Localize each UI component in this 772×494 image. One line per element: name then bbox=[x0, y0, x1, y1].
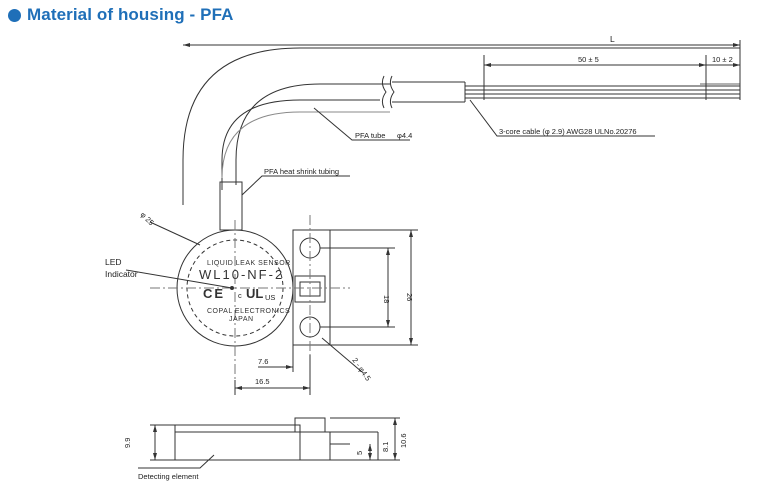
label-L: L bbox=[610, 34, 615, 44]
break-mark-2 bbox=[389, 75, 395, 109]
sensor-country: JAPAN bbox=[229, 316, 254, 323]
tube-outer bbox=[182, 47, 740, 200]
label-dia-25: φ 25 bbox=[139, 210, 156, 227]
label-10: 10 ± 2 bbox=[712, 55, 733, 64]
label-16-5: 16.5 bbox=[255, 377, 270, 386]
section-title: Material of housing - PFA bbox=[8, 4, 234, 26]
label-pfa-tube: PFA tube bbox=[355, 131, 385, 140]
label-8-1: 8.1 bbox=[381, 442, 390, 452]
label-5: 5 bbox=[355, 451, 364, 455]
label-26: 26 bbox=[405, 293, 414, 301]
label-7-6: 7.6 bbox=[258, 357, 268, 366]
label-heat-shrink: PFA heat shrink tubing bbox=[264, 167, 339, 176]
side-view-body bbox=[174, 424, 301, 461]
tube-inner bbox=[221, 99, 380, 190]
label-holes: 2 - φ4.5 bbox=[350, 356, 372, 383]
sensor-model: WL10-NF-2 bbox=[199, 267, 284, 282]
ul-c: c bbox=[238, 291, 242, 300]
label-pfa-tube-dia: φ4.4 bbox=[397, 131, 412, 140]
sensor-line1: LIQUID LEAK SENSOR bbox=[207, 260, 291, 267]
label-detecting-element: Detecting element bbox=[138, 472, 199, 481]
label-led: LED bbox=[105, 257, 122, 267]
page-title: Material of housing - PFA bbox=[27, 5, 234, 24]
label-10-6: 10.6 bbox=[399, 433, 408, 448]
bullet-dot-icon bbox=[8, 8, 21, 22]
label-indicator: Indicator bbox=[105, 269, 138, 279]
heat-shrink-tube bbox=[219, 181, 243, 231]
ul-mark-icon: UL bbox=[246, 286, 263, 301]
ul-us: US bbox=[265, 293, 275, 302]
sensor-maker: COPAL ELECTRONICS bbox=[207, 308, 290, 315]
label-9-9: 9.9 bbox=[123, 438, 132, 448]
label-cable: 3-core cable (φ 2.9) AWG28 ULNo.20276 bbox=[499, 127, 637, 136]
tube-wall-top bbox=[235, 83, 390, 185]
label-50: 50 ± 5 bbox=[578, 55, 599, 64]
tube-wall-bottom bbox=[221, 111, 390, 179]
break-mark bbox=[381, 75, 387, 109]
label-18: 18 bbox=[382, 295, 391, 303]
ce-mark: CE bbox=[203, 286, 225, 301]
